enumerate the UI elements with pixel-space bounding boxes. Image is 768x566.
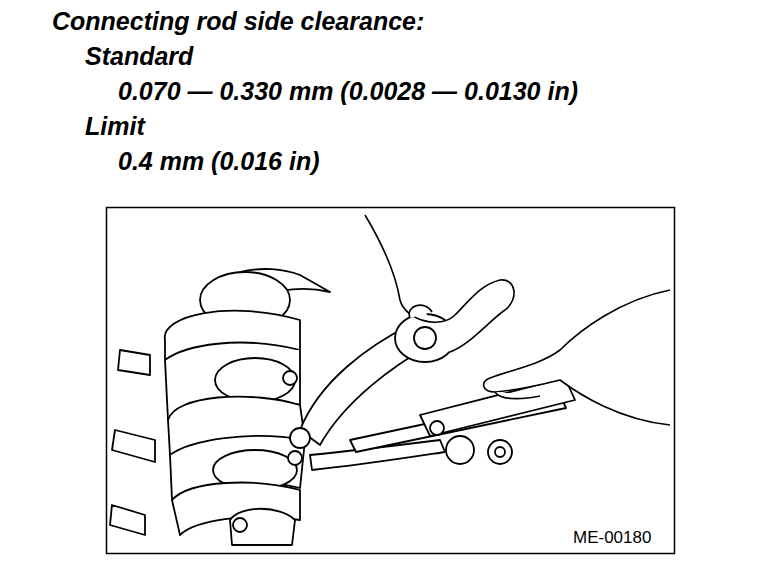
rod-bolt [288, 451, 302, 465]
upper-hand [365, 215, 514, 352]
spec-text: Standard [85, 43, 193, 71]
figure-frame [107, 208, 675, 554]
spec-text: Limit [85, 113, 145, 141]
rod-end [488, 440, 512, 464]
rod-stub [118, 350, 150, 375]
hands [365, 215, 670, 425]
finger [495, 392, 540, 399]
rod-bore [414, 327, 436, 349]
figure-code: ME-00180 [573, 529, 651, 548]
gauge-pivot [430, 421, 444, 435]
rod-bolt [283, 371, 297, 385]
spec-text: 0.4 mm (0.016 in) [118, 148, 319, 176]
rod-stub [112, 430, 155, 462]
spec-heading: Connecting rod side clearance: [52, 8, 424, 36]
counterweight [230, 509, 295, 545]
rod-end [446, 436, 474, 464]
crankshaft [165, 269, 330, 545]
rod-bore [495, 447, 505, 457]
rod-bolt [290, 428, 310, 448]
lower-hand [484, 290, 670, 425]
finger [409, 305, 432, 318]
spec-text: 0.070 — 0.330 mm (0.0028 — 0.0130 in) [118, 78, 578, 106]
rod-stub [110, 505, 145, 535]
rod-bolt [233, 518, 247, 532]
feeler-gauge [350, 378, 575, 452]
